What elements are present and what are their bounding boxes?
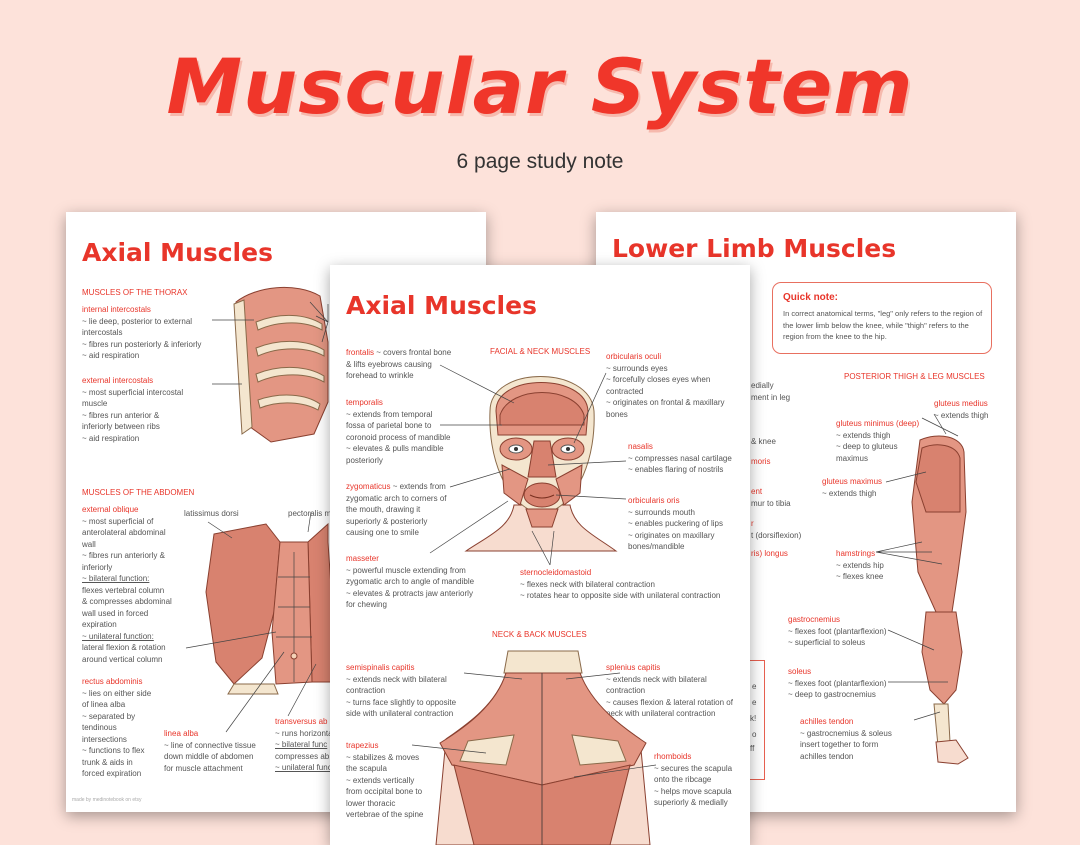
frontalis-note: frontalis ~ covers frontal bone & lifts … bbox=[346, 348, 452, 380]
internal-intercostals-note: internal intercostals ~ lie deep, poster… bbox=[82, 305, 202, 360]
latissimus-label: latissimus dorsi bbox=[184, 509, 239, 518]
thorax-and-abdomen-illustration bbox=[185, 286, 335, 733]
splenius-note: splenius capitis ~ extends neck with bil… bbox=[606, 663, 733, 718]
transversus-note: transversus ab ~ runs horizonta ~ bilate… bbox=[275, 717, 333, 772]
gluteus-medius-note: gluteus medius ~ extends thigh bbox=[934, 399, 989, 420]
face-and-back-illustration bbox=[411, 364, 657, 845]
orbicularis-oculi-note: orbicularis oculi ~ surrounds eyes~ forc… bbox=[606, 352, 725, 419]
partial-text-3: & knee bbox=[751, 437, 776, 446]
posterior-leg-illustration bbox=[875, 413, 969, 765]
hero-title: Muscular System bbox=[166, 42, 914, 131]
hero-subtitle: 6 page study note bbox=[456, 150, 624, 173]
partial-text-9: ris) longus bbox=[751, 549, 788, 558]
ribcage-figure bbox=[212, 286, 329, 443]
gluteus-maximus-note: gluteus maximus ~ extends thigh bbox=[822, 477, 883, 498]
back-figure bbox=[411, 650, 657, 845]
abdomen-figure bbox=[185, 511, 335, 733]
partial-text-4: moris bbox=[751, 457, 771, 466]
zygomaticus-note: zygomaticus ~ extends from zygomatic arc… bbox=[346, 482, 447, 537]
pectoralis-label: pectoralis m bbox=[288, 509, 332, 518]
partial-text-2: ment in leg bbox=[751, 393, 791, 402]
quick-note-title: Quick note: bbox=[783, 292, 839, 303]
partial-text-1: edially bbox=[751, 381, 774, 390]
page-axial-muscles-face-neck: Axial Muscles FACIAL & NECK MUSCLES fron… bbox=[330, 265, 750, 845]
quick-note-text: In correct anatomical terms, "leg" only … bbox=[783, 309, 983, 341]
external-intercostals-note: external intercostals ~ most superficial… bbox=[82, 376, 184, 443]
soleus-note: soleus ~ flexes foot (plantarflexion)~ d… bbox=[788, 667, 887, 699]
achilles-note: achilles tendon ~ gastrocnemius & soleus… bbox=[800, 717, 892, 761]
page1-footer: made by medinotebook on etsy bbox=[72, 797, 142, 803]
gastrocnemius-note: gastrocnemius ~ flexes foot (plantarflex… bbox=[788, 615, 887, 647]
hamstrings-note: hamstrings ~ extends hip~ flexes knee bbox=[836, 549, 884, 581]
page3-title: Lower Limb Muscles bbox=[612, 234, 897, 263]
nasalis-note: nasalis ~ compresses nasal cartilage~ en… bbox=[628, 442, 732, 474]
facial-heading: FACIAL & NECK MUSCLES bbox=[490, 347, 591, 356]
quick-note-box: Quick note: In correct anatomical terms,… bbox=[772, 282, 992, 354]
page2-title: Axial Muscles bbox=[346, 291, 537, 320]
partial-text-6: mur to tibia bbox=[751, 499, 791, 508]
face-figure bbox=[429, 364, 627, 566]
thorax-heading: MUSCLES OF THE THORAX bbox=[82, 288, 188, 297]
partial-text-7: r bbox=[751, 519, 754, 528]
semispinalis-note: semispinalis capitis ~ extends neck with… bbox=[346, 663, 457, 718]
orbicularis-oris-note: orbicularis oris ~ surrounds mouth~ enab… bbox=[628, 496, 723, 551]
partial-text-5: ent bbox=[751, 487, 763, 496]
neck-back-heading: NECK & BACK MUSCLES bbox=[492, 630, 587, 639]
sternocleidomastoid-note: sternocleidomastoid ~ flexes neck with b… bbox=[520, 568, 721, 600]
abdomen-heading: MUSCLES OF THE ABDOMEN bbox=[82, 488, 195, 497]
partial-text-8: t (dorsiflexion) bbox=[751, 531, 802, 540]
page1-title: Axial Muscles bbox=[82, 238, 273, 267]
masseter-note: masseter ~ powerful muscle extending fro… bbox=[346, 554, 475, 609]
posterior-heading: POSTERIOR THIGH & LEG MUSCLES bbox=[844, 372, 985, 381]
gluteus-minimus-note: gluteus minimus (deep) ~ extends thigh~ … bbox=[836, 419, 920, 463]
